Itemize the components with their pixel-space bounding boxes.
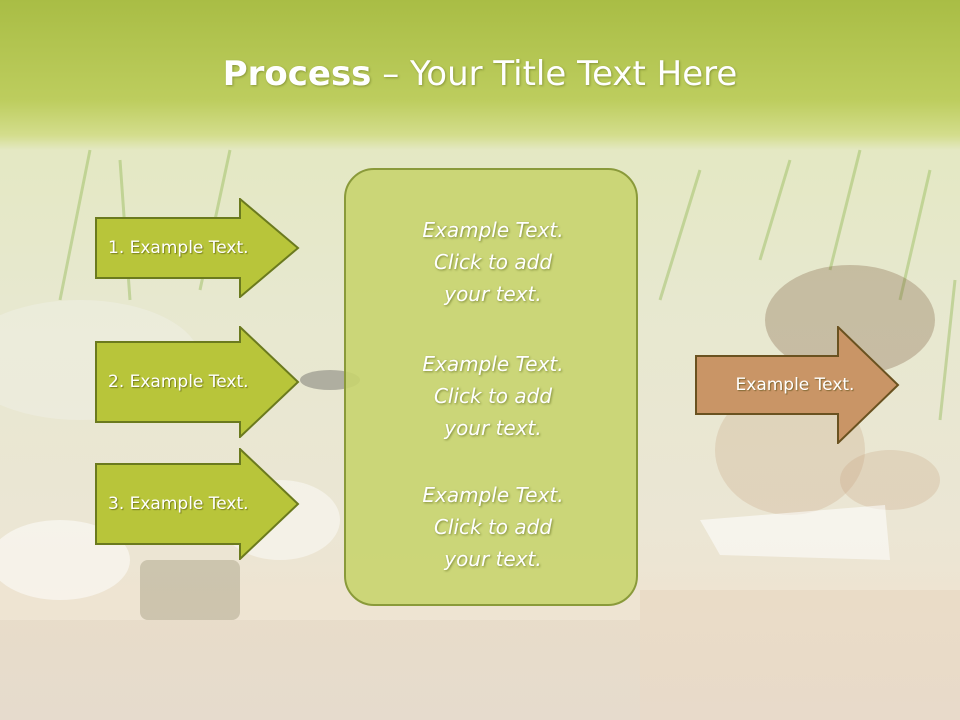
right-arrow[interactable]: Example Text. (695, 326, 900, 444)
left-arrow-1-label: 1. Example Text. (108, 238, 249, 258)
center-text-panel[interactable]: Example Text. Click to add your text. Ex… (344, 168, 638, 606)
center-block-2-line3: your text. (444, 416, 542, 440)
left-arrow-3[interactable]: 3. Example Text. (95, 448, 300, 560)
title-bold: Process (222, 54, 372, 94)
arrow-shape-2 (95, 326, 300, 438)
arrow-shape-3 (95, 448, 300, 560)
center-block-3[interactable]: Example Text. Click to add your text. (346, 479, 640, 575)
arrow-shape-1 (95, 198, 300, 298)
center-block-1[interactable]: Example Text. Click to add your text. (346, 214, 640, 310)
center-block-2-line1: Example Text. (422, 352, 564, 376)
center-block-1-line3: your text. (444, 282, 542, 306)
center-block-1-line2: Click to add (433, 250, 553, 274)
center-block-3-line3: your text. (444, 547, 542, 571)
center-block-1-line1: Example Text. (422, 218, 564, 242)
center-block-2[interactable]: Example Text. Click to add your text. (346, 348, 640, 444)
center-block-3-line1: Example Text. (422, 483, 564, 507)
left-arrow-2[interactable]: 2. Example Text. (95, 326, 300, 438)
center-block-3-line2: Click to add (433, 515, 553, 539)
right-arrow-label: Example Text. (735, 375, 855, 395)
left-arrow-1[interactable]: 1. Example Text. (95, 198, 300, 298)
title-rest: – Your Title Text Here (371, 54, 738, 94)
slide-title[interactable]: Process – Your Title Text Here (0, 52, 960, 96)
left-arrow-3-label: 3. Example Text. (108, 494, 249, 514)
left-arrow-2-label: 2. Example Text. (108, 372, 249, 392)
right-arrow-shape (695, 326, 900, 444)
center-block-2-line2: Click to add (433, 384, 553, 408)
